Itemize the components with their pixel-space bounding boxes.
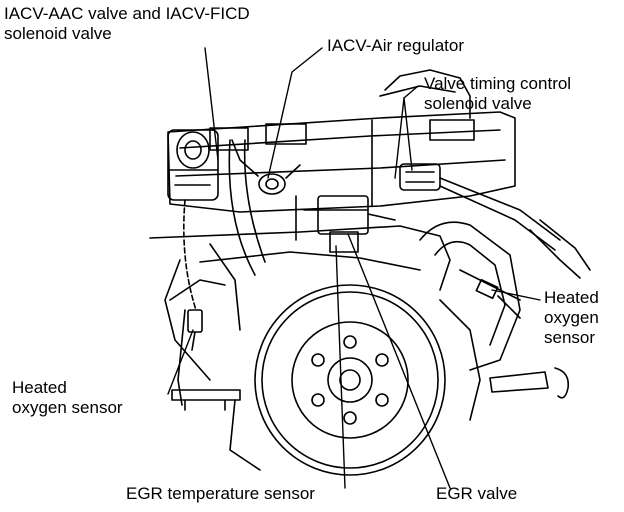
leader-ho2-right [491,289,541,301]
leader-egr-temp [335,245,346,489]
exhaust-manifold-left [169,279,241,411]
egr-assembly [295,195,396,253]
leader-vtc-1 [403,85,419,171]
label-iacv-aac-valve: IACV-AAC valve and IACV-FICD solenoid va… [4,4,250,43]
engine-block [149,225,481,471]
leader-egr [347,233,451,489]
leader-air [267,47,323,179]
label-heated-oxygen-sensor-left: Heated oxygen sensor [12,378,123,417]
label-valve-timing-control: Valve timing control solenoid valve [424,74,572,113]
label-egr-temperature-sensor: EGR temperature sensor [126,484,315,503]
exhaust-manifold-right [419,219,591,399]
intake-collector [167,69,516,213]
air-regulator [231,139,301,195]
throttle-body [167,129,219,201]
leader-aac [204,47,219,161]
wiring-harness [183,139,266,311]
label-egr-valve: EGR valve [436,484,518,503]
leader-ho2-left [167,329,194,395]
vtc-solenoid [399,163,561,251]
label-iacv-air-regulator: IACV-Air regulator [327,36,464,55]
leader-lines [167,47,541,489]
flywheel [254,284,446,476]
leader-vtc-2 [394,97,405,179]
label-heated-oxygen-sensor-right: Heated oxygen sensor [544,288,599,347]
